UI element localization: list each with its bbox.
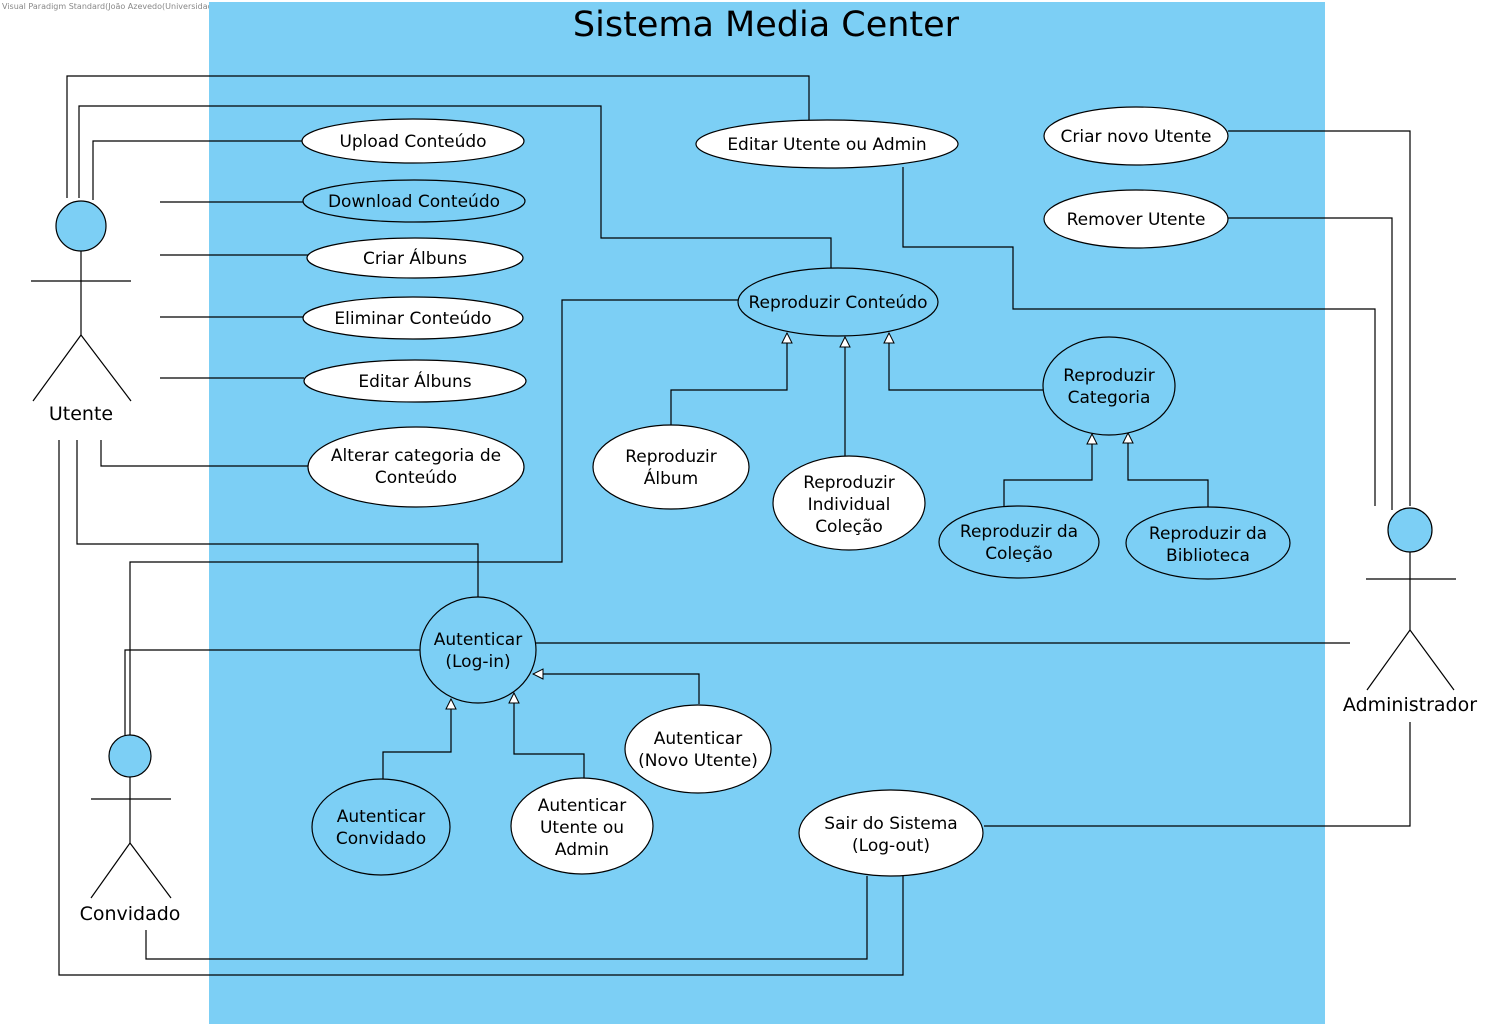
gen-aut-utente xyxy=(514,693,585,779)
use-case-criar-utente[interactable]: Criar novo Utente xyxy=(1043,106,1229,166)
use-case-label: Coleção xyxy=(985,544,1053,564)
actor-convidado[interactable]: Convidado xyxy=(80,734,181,925)
use-case-autenticar-convidado[interactable]: Autenticar Convidado xyxy=(311,778,451,876)
assoc-admin-remover xyxy=(1228,217,1393,510)
actor-head-icon xyxy=(108,734,152,778)
use-case-label: Criar Álbuns xyxy=(363,247,467,269)
gen-categoria xyxy=(889,333,1043,391)
use-case-criar-albuns[interactable]: Criar Álbuns xyxy=(306,237,524,279)
use-case-label: Reproduzir da xyxy=(1149,524,1267,544)
use-case-sair[interactable]: Sair do Sistema (Log-out) xyxy=(798,789,984,877)
use-case-label: Convidado xyxy=(336,829,426,849)
use-case-reproduzir-conteudo[interactable]: Reproduzir Conteúdo xyxy=(737,267,939,337)
use-case-label: Coleção xyxy=(815,517,883,537)
use-case-label: Autenticar xyxy=(337,807,425,827)
actor-head-icon xyxy=(55,200,107,252)
gen-colecao xyxy=(1003,434,1092,506)
gen-aut-novo xyxy=(533,674,700,704)
actor-utente[interactable]: Utente xyxy=(31,200,132,425)
use-case-label: Alterar categoria de xyxy=(331,446,501,466)
use-case-label: Eliminar Conteúdo xyxy=(334,309,491,329)
use-case-label: Álbum xyxy=(644,467,698,489)
use-case-label: Conteúdo xyxy=(375,468,457,488)
assoc-utente-sair xyxy=(58,440,904,976)
use-case-label: Reproduzir xyxy=(1063,366,1155,386)
use-case-reproduzir-categoria[interactable]: Reproduzir Categoria xyxy=(1042,336,1176,436)
use-case-autenticar[interactable]: Autenticar (Log-in) xyxy=(419,596,537,704)
use-case-autenticar-novo[interactable]: Autenticar (Novo Utente) xyxy=(624,704,772,794)
use-case-eliminar[interactable]: Eliminar Conteúdo xyxy=(302,296,524,340)
actor-label: Administrador xyxy=(1343,694,1477,716)
generalizations xyxy=(382,333,1209,779)
actor-administrador[interactable]: Administrador xyxy=(1343,507,1477,716)
use-case-label: Upload Conteúdo xyxy=(339,132,486,152)
use-case-label: Biblioteca xyxy=(1166,546,1250,566)
use-case-label: Autenticar xyxy=(654,729,742,749)
use-case-label: Autenticar xyxy=(538,796,626,816)
use-case-alterar-categoria[interactable]: Alterar categoria de Conteúdo xyxy=(307,426,525,508)
use-case-reproduzir-individual[interactable]: Reproduzir Individual Coleção xyxy=(772,455,926,551)
watermark: Visual Paradigm Standard(João Azevedo(Un… xyxy=(2,2,263,11)
use-case-label: Reproduzir xyxy=(803,473,895,493)
use-case-label: Autenticar xyxy=(434,630,522,650)
gen-album xyxy=(670,333,787,425)
use-case-label: Utente ou xyxy=(540,818,624,838)
assoc-admin-editar xyxy=(902,167,1376,506)
actor-label: Utente xyxy=(49,403,113,425)
use-case-autenticar-utente[interactable]: Autenticar Utente ou Admin xyxy=(510,777,654,875)
use-case-label: Reproduzir Conteúdo xyxy=(748,293,927,313)
use-case-label: Categoria xyxy=(1068,388,1151,408)
use-case-upload[interactable]: Upload Conteúdo xyxy=(301,118,525,164)
assoc-convidado-sair xyxy=(145,876,868,960)
assoc-utente-editar xyxy=(66,75,810,198)
use-case-reproduzir-album[interactable]: Reproduzir Álbum xyxy=(592,424,750,510)
use-case-label: Reproduzir da xyxy=(960,522,1078,542)
use-case-label: (Log-in) xyxy=(445,652,510,672)
use-case-label: Sair do Sistema xyxy=(824,814,957,834)
gen-biblioteca xyxy=(1128,433,1209,507)
assoc-convidado-reproduzir xyxy=(129,299,738,735)
use-case-label: (Novo Utente) xyxy=(638,751,758,771)
use-case-label: Reproduzir xyxy=(625,447,717,467)
use-case-download[interactable]: Download Conteúdo xyxy=(302,179,526,223)
assoc-utente-autenticar xyxy=(76,440,479,597)
assoc-utente-reproduzir xyxy=(78,105,832,268)
gen-aut-convidado xyxy=(382,699,451,779)
use-case-remover-utente[interactable]: Remover Utente xyxy=(1043,189,1229,249)
use-case-label: Download Conteúdo xyxy=(328,192,500,212)
use-case-label: Editar Álbuns xyxy=(358,370,471,392)
use-case-label: Editar Utente ou Admin xyxy=(727,135,926,155)
assoc-utente-upload xyxy=(92,140,304,200)
assoc-admin-sair xyxy=(984,722,1411,827)
system-title: Sistema Media Center xyxy=(573,5,960,45)
use-case-label: Criar novo Utente xyxy=(1061,127,1212,147)
use-case-editar-albuns[interactable]: Editar Álbuns xyxy=(303,359,527,403)
use-case-label: Remover Utente xyxy=(1067,210,1206,230)
actor-label: Convidado xyxy=(80,903,181,925)
use-case-label: Individual xyxy=(808,495,891,515)
use-case-editar-utente[interactable]: Editar Utente ou Admin xyxy=(695,119,959,169)
assoc-utente-alterar xyxy=(100,440,308,467)
associations xyxy=(58,75,1411,976)
assoc-convidado-autenticar xyxy=(124,649,421,735)
actor-head-icon xyxy=(1387,507,1433,553)
use-case-reproduzir-biblioteca[interactable]: Reproduzir da Biblioteca xyxy=(1125,506,1291,580)
use-case-label: Admin xyxy=(555,840,609,860)
use-case-label: (Log-out) xyxy=(852,836,930,856)
use-case-reproduzir-colecao[interactable]: Reproduzir da Coleção xyxy=(938,505,1100,579)
assoc-admin-criar xyxy=(1228,130,1411,506)
